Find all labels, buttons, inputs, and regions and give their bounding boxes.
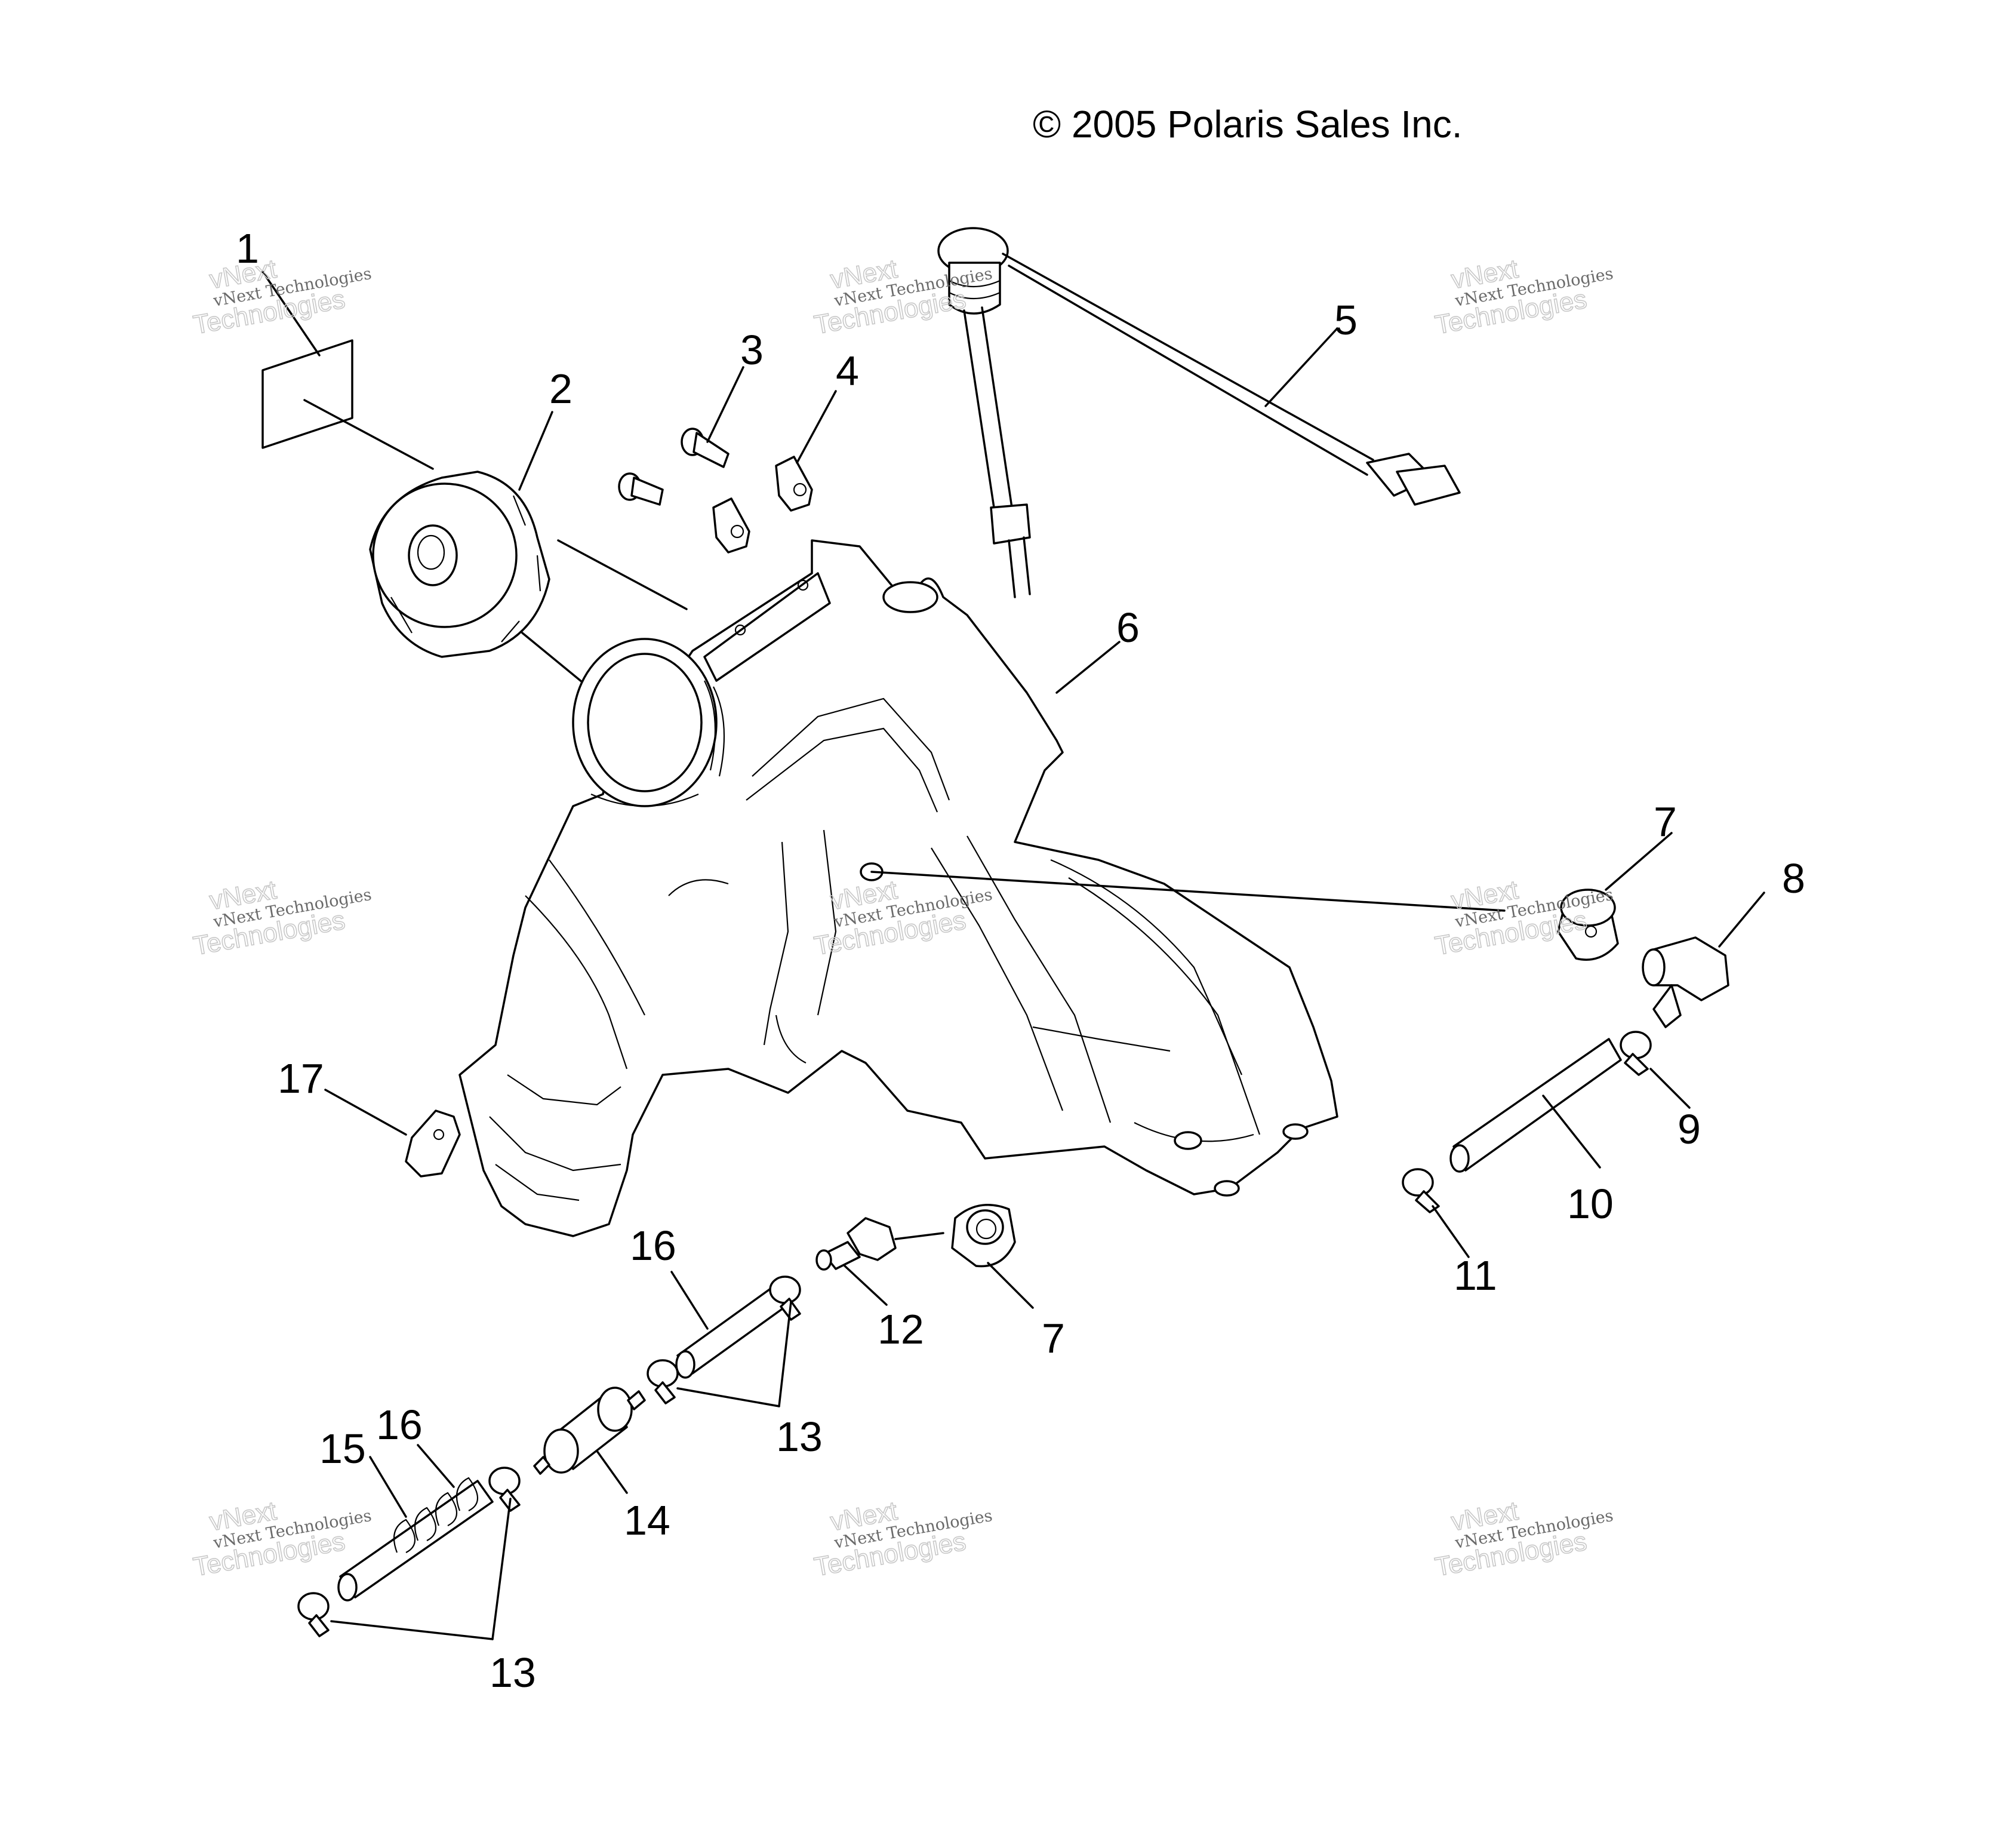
callout-8: 8 [1782,855,1805,902]
watermark-mid-left: vNext vNext Technologies Technologies [190,875,373,961]
watermark-bottom-left: vNext vNext Technologies Technologies [190,1496,373,1582]
callout-16-lower: 16 [376,1401,423,1448]
callout-9: 9 [1678,1106,1701,1152]
part-17-clip [324,1089,461,1178]
callout-1: 1 [236,225,259,272]
callout-13-upper: 13 [776,1413,823,1460]
callout-3: 3 [740,327,764,373]
part-9-clamp [1620,1031,1691,1109]
callout-labels: 1 2 3 4 5 6 7 8 9 10 11 12 7 13 14 15 16… [236,225,1805,1696]
watermark-bottom-center: vNext vNext Technologies Technologies [811,1496,993,1582]
watermark-top-right: vNext vNext Technologies Technologies [1432,254,1614,340]
part-12-elbow-fitting [815,1217,944,1306]
part-7-grommet-lower [951,1203,1034,1309]
part-2-fuel-cap [369,411,688,730]
callout-7-lower: 7 [1042,1315,1065,1361]
callout-12: 12 [878,1306,924,1353]
watermark-bottom-right: vNext vNext Technologies Technologies [1432,1496,1614,1582]
part-4-clip-nuts [712,390,837,554]
callout-15: 15 [319,1425,366,1472]
copyright-text: © 2005 Polaris Sales Inc. [1033,103,1463,146]
callout-5: 5 [1334,297,1358,343]
part-6-fuel-tank [458,539,1338,1237]
callout-10: 10 [1567,1181,1614,1227]
callout-16-upper: 16 [630,1222,676,1269]
part-3-bolts [618,366,744,506]
part-13-clamps-upper [647,1275,801,1407]
part-1-decal [261,271,434,470]
part-8-elbow-fitting [1642,892,1765,1028]
part-7-grommet-upper [870,832,1673,961]
callout-11: 11 [1454,1252,1497,1299]
watermark-top-left: vNext vNext Technologies Technologies [190,254,373,340]
part-13-clamps-lower [297,1467,521,1640]
part-15-spring-guard [369,1456,478,1553]
callout-14: 14 [624,1497,670,1544]
callout-6: 6 [1116,604,1140,651]
callout-13-lower: 13 [490,1649,536,1696]
callout-7-upper: 7 [1654,798,1677,845]
callout-2: 2 [549,365,573,412]
part-14-fuel-filter [533,1387,646,1494]
part-10-hose [1449,1038,1622,1173]
part-5-fuel-sender [937,227,1461,598]
callout-17: 17 [278,1055,324,1102]
part-11-clamp [1402,1168,1470,1258]
part-16-hose-lower [337,1444,494,1602]
callout-4: 4 [836,348,859,394]
